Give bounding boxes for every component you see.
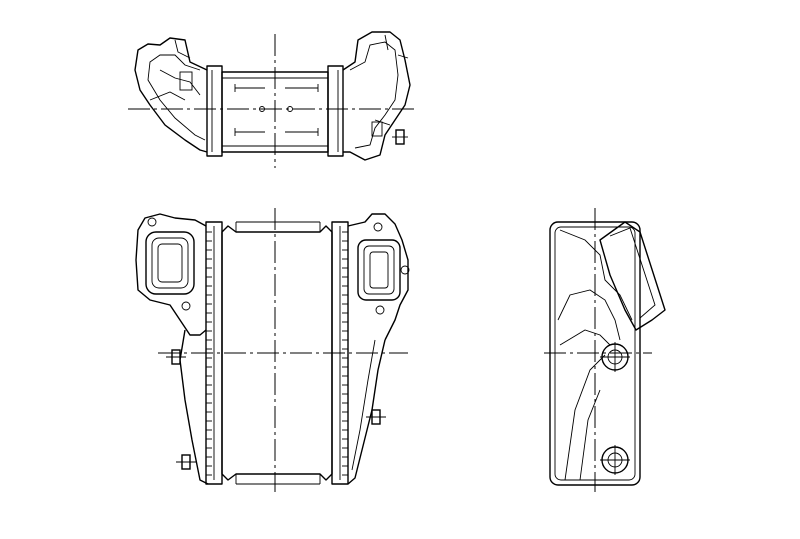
top-right-bracket	[342, 31, 411, 161]
side-inlet	[599, 221, 666, 331]
front-view	[135, 208, 410, 492]
top-core-markings	[234, 84, 319, 136]
side-bolt-upper	[600, 342, 630, 372]
front-left-bracket	[135, 213, 207, 336]
top-view	[128, 31, 418, 168]
front-tank-fins	[206, 231, 348, 476]
top-right-flange	[327, 65, 344, 157]
side-bolt-lower	[600, 445, 630, 475]
top-left-bracket	[134, 37, 208, 153]
front-right-bracket	[347, 213, 409, 341]
top-left-flange	[206, 65, 223, 157]
front-right-port	[357, 239, 401, 301]
side-view	[544, 208, 666, 492]
front-left-port	[145, 231, 195, 295]
